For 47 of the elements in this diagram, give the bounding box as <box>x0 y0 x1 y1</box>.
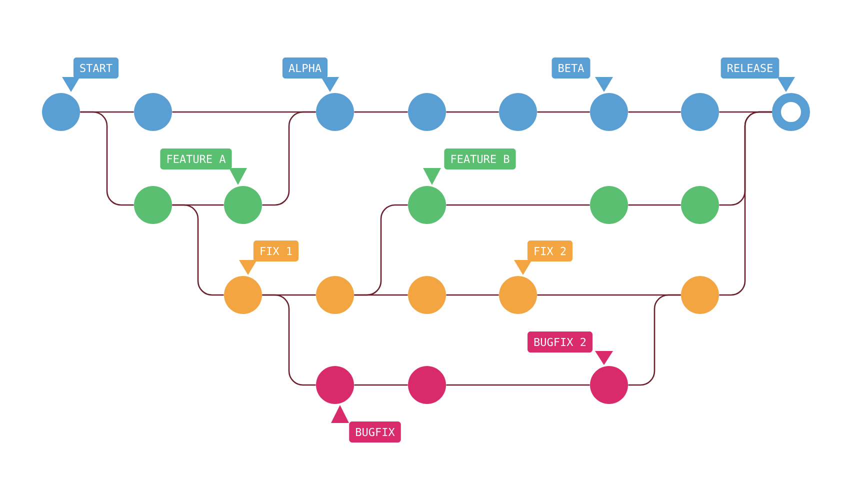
branch-line <box>446 294 499 296</box>
branch-line <box>537 111 590 113</box>
branch-line <box>628 204 681 206</box>
commit-circle <box>42 93 80 131</box>
branch-line <box>80 111 134 206</box>
callout-bubble: FIX 2 <box>514 240 573 275</box>
callout-bubble: BETA <box>552 58 613 92</box>
branch-line <box>628 111 681 113</box>
commit-circle <box>224 276 262 314</box>
branch-line <box>446 384 590 386</box>
branch-line <box>446 204 590 206</box>
commit-circle <box>316 93 354 131</box>
branch-line <box>172 204 224 296</box>
commit-circle <box>681 93 719 131</box>
ring-marker <box>772 93 810 131</box>
branch-line <box>262 111 316 206</box>
branch-line <box>354 111 408 113</box>
callout-bubble: ALPHA <box>282 58 339 92</box>
commit-circle <box>408 93 446 131</box>
callout-bubble: FEATURE B <box>423 148 516 185</box>
callout-bubble: RELEASE <box>720 58 795 92</box>
commit-circle <box>316 366 354 404</box>
callout-bubble: FIX 1 <box>239 240 299 275</box>
callout-bubble: BUGFIX <box>331 405 401 442</box>
branch-line <box>354 294 408 296</box>
branch-line <box>354 384 408 386</box>
callout-bubble: BUGFIX 2 <box>528 332 613 365</box>
branch-line <box>628 294 681 386</box>
callout-bubble: START <box>62 58 119 92</box>
commit-circle <box>408 276 446 314</box>
commit-circle <box>134 93 172 131</box>
commit-circle <box>590 366 628 404</box>
commit-circle <box>224 186 262 224</box>
commit-circle <box>408 186 446 224</box>
commit-circle <box>590 93 628 131</box>
commit-circle <box>590 186 628 224</box>
branch-line <box>262 294 316 386</box>
commit-circle <box>681 276 719 314</box>
branch-line <box>719 111 772 296</box>
commit-circle <box>681 186 719 224</box>
commit-circle <box>499 276 537 314</box>
commit-circle <box>499 93 537 131</box>
callout-bubble: FEATURE A <box>160 148 247 185</box>
commit-circle <box>134 186 172 224</box>
commit-circle <box>316 276 354 314</box>
branch-line <box>446 111 499 113</box>
commit-circle <box>408 366 446 404</box>
